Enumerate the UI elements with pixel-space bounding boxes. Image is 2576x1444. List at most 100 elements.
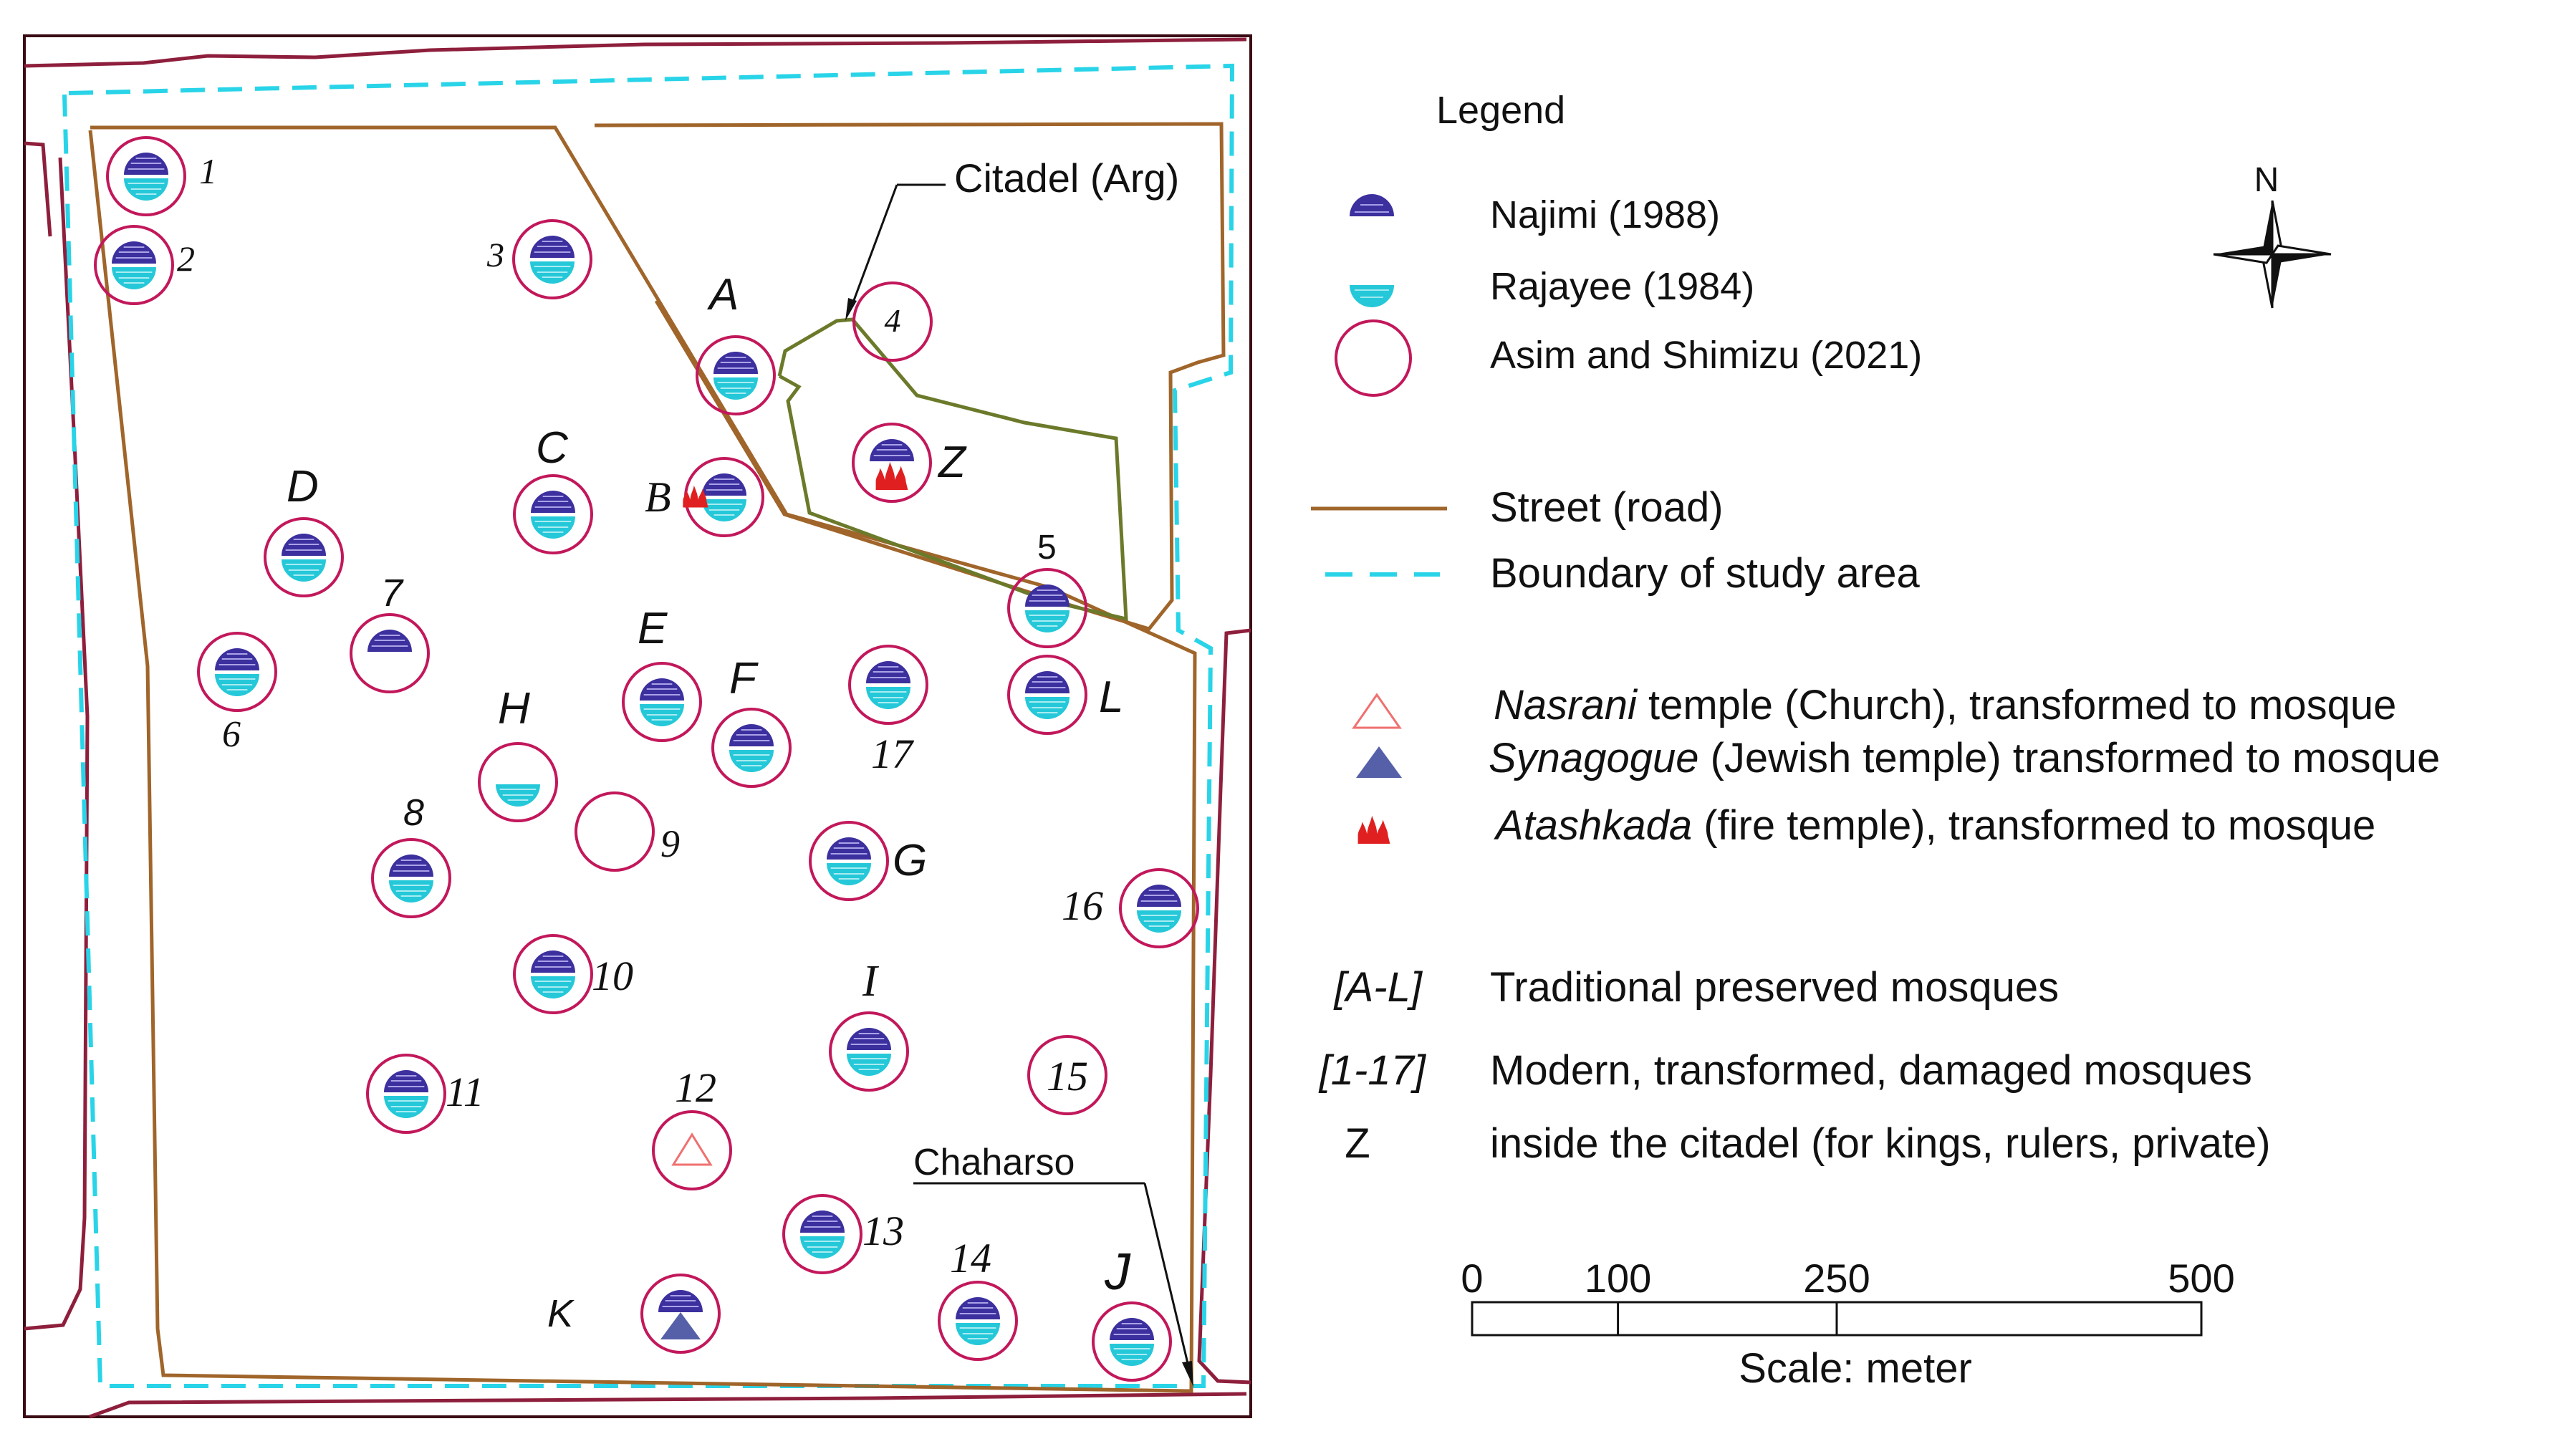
- mosque-label-4: 4: [885, 302, 901, 339]
- mosque-label-E: E: [638, 604, 668, 653]
- mosque-label-8: 8: [403, 792, 424, 834]
- legend-rajayee-symbol: [1350, 285, 1394, 307]
- north-arrow-icon: N: [2213, 161, 2332, 309]
- mosque-marker-10: [513, 934, 593, 1014]
- north-label: N: [2254, 161, 2279, 199]
- mosque-label-K: K: [547, 1292, 575, 1335]
- mosque-marker-3: [512, 219, 592, 299]
- asim-ring: [782, 1194, 862, 1274]
- asim-ring: [513, 474, 593, 554]
- mosque-label-7: 7: [381, 572, 404, 615]
- mosque-marker-D: [264, 517, 344, 597]
- study-area-boundary: [62, 63, 1235, 1388]
- asim-ring: [1092, 1301, 1172, 1382]
- mosque-marker-I: [829, 1011, 909, 1092]
- mosque-label-13: 13: [862, 1208, 904, 1254]
- legend-code-traditional-label: Traditional preserved mosques: [1490, 964, 2059, 1011]
- mosque-marker-F: [711, 708, 792, 788]
- scale-tick-label: 250: [1803, 1256, 1870, 1301]
- asim-ring: [94, 225, 174, 305]
- mosque-marker-G: [809, 821, 889, 901]
- mosque-marker-H: [478, 742, 558, 822]
- mosque-marker-C: [513, 474, 593, 554]
- asim-ring: [809, 821, 889, 901]
- mosque-marker-11: [366, 1054, 446, 1134]
- asim-ring: [371, 838, 451, 918]
- mosque-label-D: D: [287, 462, 319, 511]
- mosque-label-12: 12: [675, 1064, 716, 1111]
- mosque-marker-12: [652, 1110, 732, 1190]
- mosque-marker-K: [640, 1274, 721, 1354]
- mosque-label-C: C: [536, 423, 569, 473]
- asim-ring: [640, 1274, 721, 1354]
- mosque-marker-5: [1007, 568, 1087, 648]
- asim-ring: [938, 1281, 1018, 1361]
- asim-ring: [575, 791, 655, 872]
- mosque-label-9: 9: [660, 822, 680, 865]
- mosque-label-Z: Z: [937, 438, 967, 487]
- asim-ring: [829, 1011, 909, 1092]
- legend-code-citadel: Z: [1345, 1120, 1370, 1167]
- citadel-outline: [777, 317, 1128, 622]
- mosque-marker-1: [106, 136, 186, 216]
- mosque-label-A: A: [706, 270, 739, 319]
- mosque-label-10: 10: [592, 953, 633, 999]
- mosque-marker-17: [848, 645, 928, 725]
- legend-boundary-label: Boundary of study area: [1490, 550, 1920, 597]
- mosque-marker-16: [1119, 868, 1199, 948]
- legend-najimi-label: Najimi (1988): [1490, 193, 1720, 236]
- mosque-marker-14: [938, 1281, 1018, 1361]
- fire-temple-icon: [875, 461, 908, 490]
- legend-code-traditional: [A-L]: [1333, 964, 1423, 1011]
- chaharso-label: Chaharso: [913, 1142, 1075, 1183]
- mosque-label-I: I: [862, 957, 880, 1006]
- mosque-marker-B: [683, 457, 764, 537]
- asim-ring: [1119, 868, 1199, 948]
- mosque-label-14: 14: [950, 1235, 991, 1281]
- map-frame: [23, 34, 1252, 1418]
- asim-ring: [711, 708, 792, 788]
- legend-synagogue-symbol: [1356, 746, 1402, 778]
- scale-caption: Scale: meter: [1739, 1345, 1972, 1392]
- legend-najimi-symbol: [1350, 194, 1394, 216]
- mosque-marker-2: [94, 225, 174, 305]
- plot-lines: [24, 37, 1251, 1419]
- mosque-marker-A: [696, 335, 776, 415]
- asim-ring: [350, 613, 430, 693]
- asim-ring: [852, 423, 932, 503]
- church-icon: [671, 1132, 713, 1166]
- streets: [88, 122, 1226, 1393]
- mosque-label-3: 3: [486, 236, 504, 274]
- asim-ring: [197, 632, 277, 712]
- mosque-label-H: H: [498, 684, 530, 733]
- asim-ring: [1007, 568, 1087, 648]
- legend-code-modern: [1-17]: [1318, 1047, 1427, 1094]
- mosque-label-F: F: [729, 654, 759, 703]
- asim-ring: [513, 934, 593, 1014]
- mosque-marker-9: [575, 791, 655, 872]
- legend-synagogue-label: Synagogue (Jewish temple) transformed to…: [1489, 735, 2440, 781]
- mosque-marker-Z: [852, 423, 932, 503]
- asim-ring: [852, 281, 933, 362]
- mosque-marker-4: [852, 281, 933, 362]
- legend-code-citadel-label: inside the citadel (for kings, rulers, p…: [1490, 1120, 2271, 1167]
- mosque-marker-L: [1007, 655, 1087, 735]
- asim-ring: [1027, 1035, 1107, 1115]
- asim-ring: [264, 517, 344, 597]
- asim-ring: [106, 136, 186, 216]
- mosque-label-2: 2: [177, 239, 195, 279]
- legend-church-label: Nasrani temple (Church), transformed to …: [1494, 682, 2396, 728]
- asim-ring: [622, 662, 702, 742]
- mosque-label-J: J: [1104, 1243, 1131, 1301]
- legend: Legend Najimi (1988) Rajayee (1984) Asim…: [1311, 89, 2440, 1167]
- legend-code-modern-label: Modern, transformed, damaged mosques: [1490, 1047, 2252, 1094]
- mosque-label-17: 17: [871, 731, 914, 777]
- synagogue-icon: [660, 1312, 701, 1339]
- legend-fire-symbol: [1357, 815, 1390, 844]
- scale-tick-label: 100: [1585, 1256, 1651, 1301]
- mosque-marker-J: [1092, 1301, 1172, 1382]
- legend-asim-label: Asim and Shimizu (2021): [1490, 334, 1922, 377]
